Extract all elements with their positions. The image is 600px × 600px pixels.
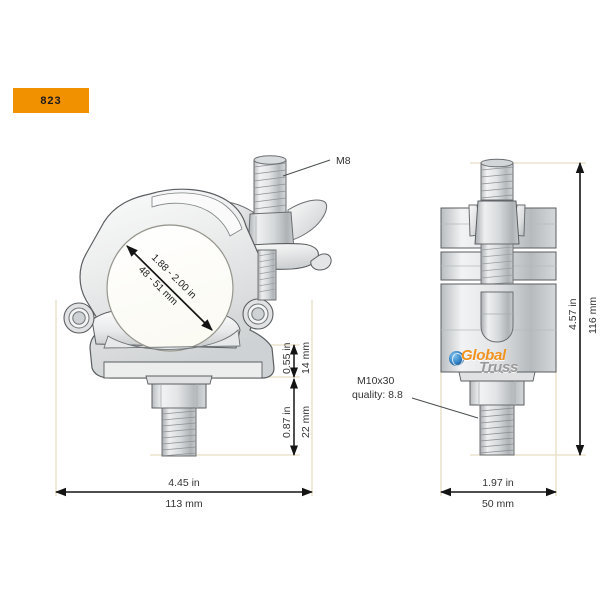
m10-label-line2: quality: 8.8	[352, 389, 403, 401]
front-bolt-head	[480, 291, 514, 343]
overall-width-mm: 113 mm	[165, 498, 202, 510]
overall-height-mm: 116 mm	[587, 297, 599, 334]
product-code-label: 823	[40, 94, 62, 107]
side-clamp-body	[63, 188, 275, 379]
front-washer	[458, 371, 536, 382]
front-wing-nut	[468, 200, 526, 245]
lower-body-height-mm: 14 mm	[300, 342, 312, 374]
front-width-dimension: 1.97 in 50 mm	[439, 477, 558, 510]
bolt-protrusion-dimension: 0.87 in 22 mm	[281, 377, 312, 457]
lower-body-height-dimension: 0.55 in 14 mm	[281, 342, 312, 379]
front-width-mm: 50 mm	[482, 498, 514, 510]
front-bolt-thread-upper	[480, 158, 514, 201]
side-center-stud	[257, 249, 277, 301]
lower-body-height-inches: 0.55 in	[281, 342, 293, 374]
side-view-clamp: 1.88 - 2.00 in 48 - 51 mm M8 0.55 in 14 …	[54, 155, 351, 510]
front-view-clamp: 4.57 in 116 mm 1.97 in 50 mm	[439, 158, 599, 510]
side-right-pivot-boss	[242, 298, 274, 330]
bolt-protrusion-inches: 0.87 in	[281, 406, 293, 438]
m10-label-line1: M10x30	[357, 375, 395, 387]
product-code-badge: 823	[13, 88, 89, 113]
m8-label: M8	[336, 155, 351, 167]
overall-width-dimension: 4.45 in 113 mm	[54, 477, 314, 510]
m8-annotation: M8	[282, 155, 351, 177]
side-left-pivot-boss	[63, 302, 95, 334]
side-m10-bolt-assembly	[145, 375, 213, 457]
bolt-protrusion-mm: 22 mm	[300, 406, 312, 438]
overall-height-inches: 4.57 in	[567, 298, 579, 330]
front-width-inches: 1.97 in	[482, 477, 514, 489]
front-bolt-thread-lower	[479, 404, 515, 456]
overall-width-inches: 4.45 in	[168, 477, 200, 489]
overall-height-dimension: 4.57 in 116 mm	[567, 161, 599, 457]
m10-annotation: M10x30 quality: 8.8	[352, 375, 479, 419]
front-hex-nut	[469, 380, 525, 406]
